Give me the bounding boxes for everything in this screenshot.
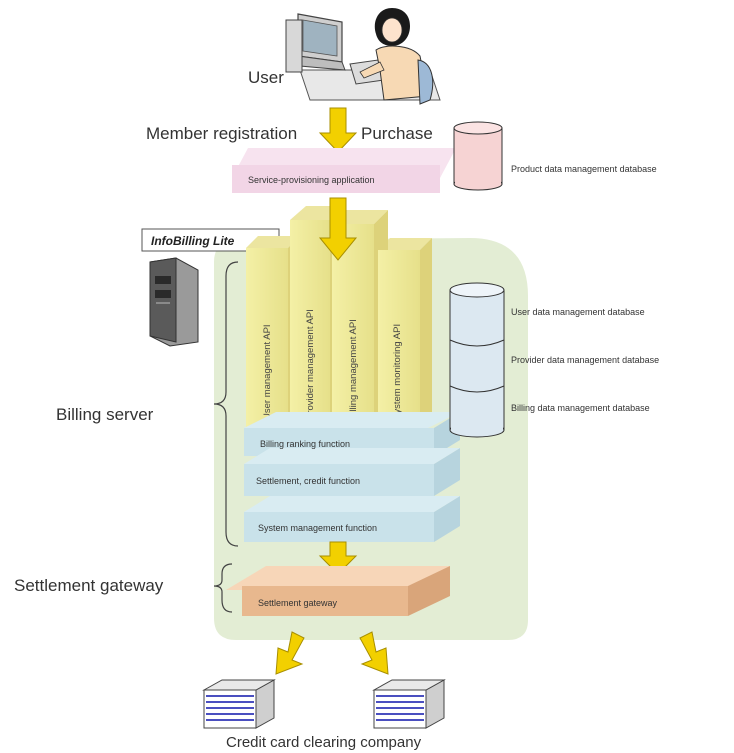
service-app-label: Service-provisioning application [248, 175, 375, 185]
api-user-label: User management API [262, 324, 273, 420]
func-ranking-label: Billing ranking function [260, 439, 350, 449]
user-label: User [248, 68, 284, 87]
func-system-label: System management function [258, 523, 377, 533]
product-db-label: Product data management database [511, 164, 657, 174]
arrow-to-clearing-right [359, 631, 389, 675]
purchase-label: Purchase [361, 124, 433, 143]
clearing-company-building-right-icon [372, 679, 446, 729]
arrow-service-to-api [318, 197, 358, 261]
server-machine-icon [149, 257, 199, 347]
billing-server-brace [213, 261, 239, 547]
db-provider-label: Provider data management database [511, 355, 659, 365]
member-registration-label: Member registration [146, 124, 297, 143]
api-billing-label: Billing management API [348, 319, 359, 420]
settlement-gateway-block [226, 566, 450, 616]
arrow-to-clearing-left [275, 631, 305, 675]
product-database-icon [453, 121, 503, 191]
clearing-company-label: Credit card clearing company [226, 734, 422, 751]
data-database-stack-icon [449, 282, 505, 438]
api-system-label: System monitoring API [392, 324, 403, 420]
billing-server-label: Billing server [56, 405, 154, 424]
api-provider-label: Provider management API [305, 309, 316, 420]
db-user-label: User data management database [511, 307, 645, 317]
service-provisioning-layer [232, 148, 456, 193]
arrow-functions-to-gateway [318, 541, 358, 575]
function-layers [244, 412, 460, 542]
user-illustration-icon [285, 8, 441, 105]
settlement-gateway-label: Settlement gateway [14, 576, 164, 595]
settlement-gateway-brace [213, 563, 233, 613]
clearing-company-building-left-icon [202, 679, 276, 729]
product-name-label: InfoBilling Lite [151, 234, 235, 248]
settlement-gateway-box-label: Settlement gateway [258, 598, 338, 608]
db-billing-label: Billing data management database [511, 403, 650, 413]
api-columns [246, 206, 432, 428]
arrow-user-to-service [318, 107, 358, 153]
func-settlement-label: Settlement, credit function [256, 476, 360, 486]
